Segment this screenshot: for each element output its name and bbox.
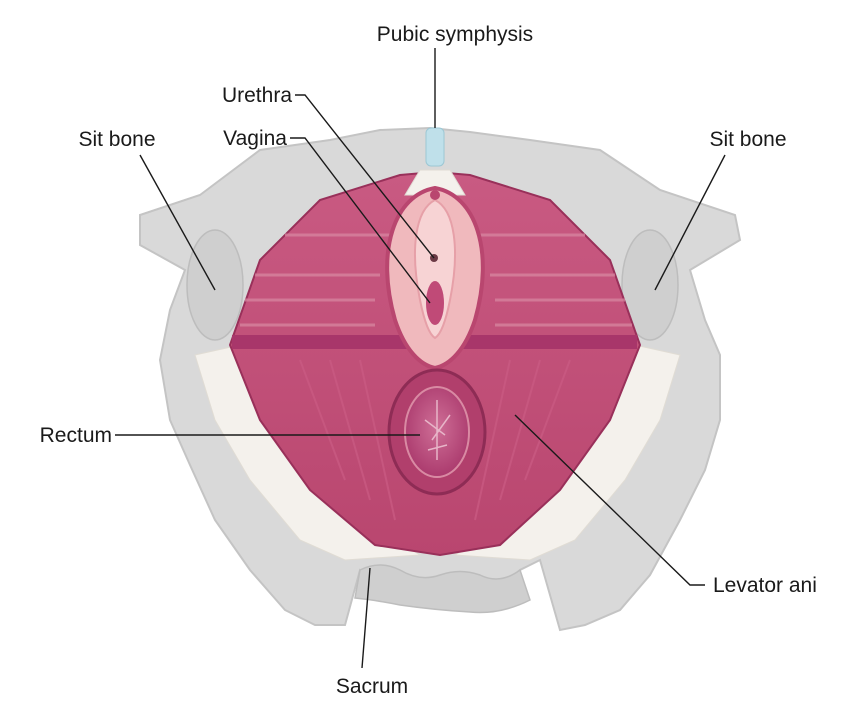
leader-sit-bone-left [139, 154, 216, 291]
leader-urethra [295, 94, 435, 259]
label-sacrum: Sacrum [336, 675, 408, 698]
leader-lines [115, 48, 726, 669]
label-vagina: Vagina [223, 127, 287, 150]
label-rectum: Rectum [40, 424, 112, 447]
vaginal-opening [426, 281, 444, 325]
pubic-symphysis [404, 127, 466, 196]
clitoris-dot [430, 190, 440, 200]
label-pubic-symphysis: Pubic symphysis [377, 23, 533, 46]
label-levator-ani: Levator ani [713, 574, 817, 597]
vulva [385, 185, 485, 371]
leader-vagina [290, 137, 431, 304]
leader-sit-bone-right [654, 154, 726, 291]
leader-levator-ani [514, 414, 705, 586]
label-urethra: Urethra [222, 84, 292, 107]
label-sit-bone-left: Sit bone [78, 128, 155, 151]
leader-sacrum [361, 567, 371, 669]
rectum [387, 368, 487, 496]
label-sit-bone-right: Sit bone [709, 128, 786, 151]
